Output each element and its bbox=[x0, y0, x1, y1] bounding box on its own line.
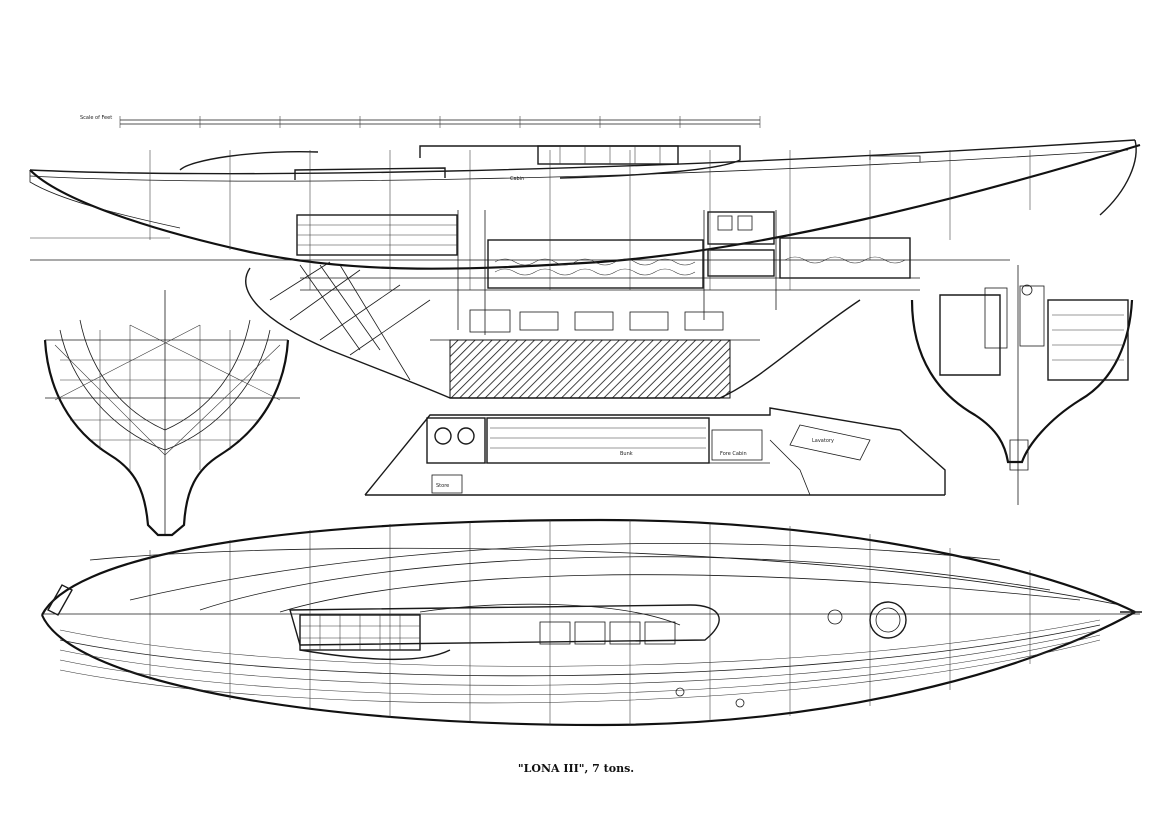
fore-cabin-label: Fore Cabin bbox=[720, 451, 747, 457]
sheer-profile: Cabin bbox=[29, 139, 1141, 399]
accommodation-detail: Fore Cabin Lavatory Store Bunk bbox=[364, 407, 946, 496]
drawing-caption: "LONA III", 7 tons. bbox=[517, 762, 635, 775]
midship-section bbox=[910, 265, 1134, 505]
bunk-label: Bunk bbox=[620, 451, 633, 457]
scale-label: Scale of Feet bbox=[80, 115, 112, 121]
half-breadth-plan bbox=[40, 518, 1142, 727]
profile-cabin-label: Cabin bbox=[510, 176, 524, 182]
body-plan bbox=[43, 290, 300, 537]
scale-bar: Scale of Feet bbox=[80, 115, 761, 128]
store-label: Store bbox=[436, 483, 449, 489]
lavatory-label: Lavatory bbox=[812, 438, 834, 444]
